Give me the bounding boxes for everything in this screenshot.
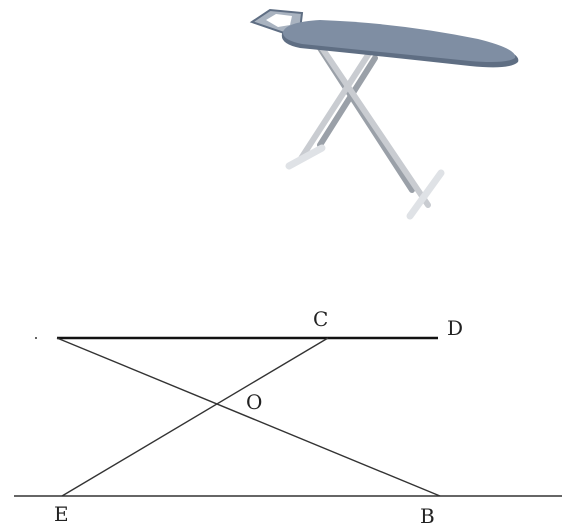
front-leg-2 [297, 52, 371, 163]
geometry-diagram: C D O E B [14, 307, 562, 526]
label-d: D [447, 316, 463, 340]
foot-left [285, 144, 326, 170]
back-leg-2 [317, 55, 378, 148]
ironing-board-illustration [249, 8, 519, 220]
label-o: O [246, 390, 262, 414]
segment-ab [56, 337, 441, 497]
segment-ce [61, 337, 329, 497]
label-c: C [313, 307, 328, 331]
ironing-board-feet [285, 144, 445, 220]
label-e: E [54, 502, 69, 526]
foot-right [406, 169, 445, 220]
ironing-board-surface [282, 20, 516, 62]
ironing-board-front-legs [297, 45, 431, 208]
point-a-dot [35, 337, 37, 339]
label-b: B [420, 504, 435, 526]
iron-rest-hole [266, 14, 292, 27]
front-leg-1 [319, 45, 431, 208]
